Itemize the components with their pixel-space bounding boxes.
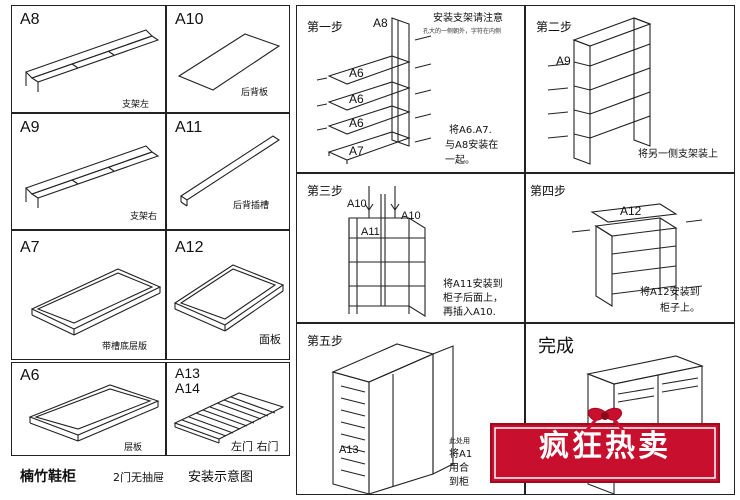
- step-1-note-sub: 孔大的一侧朝外，字符在内侧: [423, 28, 502, 35]
- step-1-drawing: [316, 17, 432, 164]
- a8-caption: 支架左: [122, 100, 150, 110]
- footer-subtitle: 2门无抽屉: [113, 471, 164, 484]
- panel-a7: A7 带槽底层版: [11, 230, 166, 360]
- step-2-label-a9: A9: [556, 54, 571, 68]
- step-3-panel: 第三步 A10 A10 A11 将A11安装到 柜子后面上， 再插入A10.: [296, 173, 525, 323]
- step-4-title: 第四步: [530, 184, 567, 198]
- a6-shelf-drawing: [28, 384, 160, 442]
- step-1-text-1: 将A6.A7.: [449, 125, 492, 136]
- step-3-text-3: 再插入A10.: [443, 307, 496, 318]
- promo-banner: [490, 407, 720, 483]
- step-3-label-a10-right: A10: [401, 210, 421, 222]
- a8-frame-drawing: [24, 29, 160, 92]
- footer-title: 楠竹鞋柜: [20, 469, 76, 485]
- step-1-text-3: 一起。: [445, 155, 475, 166]
- step-1-label-a8: A8: [373, 16, 388, 30]
- step-5-panel: 第五步 A13 此处用 将A1 用合 到柜: [296, 323, 525, 495]
- step-3-text-2: 柜子后面上，: [443, 293, 503, 304]
- panel-a11: A11 后背插槽: [166, 113, 290, 230]
- a9-label: A9: [20, 119, 40, 136]
- step-2-panel: 第二步 A9 将另一侧支架装上: [525, 5, 735, 173]
- a12-top-panel-drawing: [173, 264, 285, 332]
- a11-label: A11: [175, 119, 203, 136]
- a9-frame-drawing: [24, 145, 160, 208]
- panel-a8: A8 支架左: [11, 5, 166, 113]
- step-5-cut-4: 到柜: [449, 477, 469, 488]
- a6-label: A6: [20, 367, 40, 384]
- step-3-title: 第三步: [307, 184, 344, 198]
- a8-label: A8: [20, 11, 40, 28]
- step-2-title: 第二步: [536, 20, 573, 34]
- a11-caption: 后背插槽: [233, 201, 270, 211]
- step-1-label-a6-2: A6: [349, 92, 364, 106]
- step-5-cut-1: 此处用: [449, 437, 470, 445]
- a11-slot-drawing: [180, 135, 280, 207]
- step-1-label-a6-1: A6: [349, 66, 364, 80]
- step-3-label-a11: A11: [361, 226, 380, 238]
- step-4-label-a12: A12: [620, 204, 642, 218]
- a10-board-drawing: [177, 33, 281, 91]
- panel-a13-a14: A13 A14 左门 右门: [166, 362, 290, 456]
- step-5-drawing: [331, 343, 454, 495]
- a10-label: A10: [175, 11, 204, 28]
- panel-a12: A12 面板: [166, 230, 290, 360]
- step-5-label-a13: A13: [339, 444, 359, 456]
- step-3-label-a10-left: A10: [347, 198, 367, 210]
- step-1-label-a7: A7: [349, 144, 364, 158]
- step-5-cut-2: 将A1: [449, 449, 473, 460]
- step-4-text-1: 将A12安装到: [640, 287, 700, 298]
- step-5-cut-3: 用合: [449, 463, 469, 474]
- footer-desc: 安装示意图: [188, 470, 254, 485]
- panel-a6: A6 层板: [11, 362, 166, 456]
- step-2-text: 将另一侧支架装上: [638, 149, 718, 160]
- a13-label: A13: [175, 365, 200, 381]
- step-1-title: 第一步: [307, 20, 344, 34]
- step-3-text-1: 将A11安装到: [443, 279, 503, 290]
- panel-a10: A10 后背板: [166, 5, 290, 113]
- doors-caption: 左门 右门: [231, 440, 279, 453]
- a14-label: A14: [175, 380, 200, 396]
- step-4-panel: 第四步 A12 将A12安装到 柜子上。: [525, 173, 735, 323]
- doors-drawing: [173, 392, 285, 444]
- step-1-note-title: 安装支架请注意: [433, 13, 503, 24]
- a6-caption: 层板: [124, 443, 143, 453]
- step-4-text-2: 柜子上。: [660, 303, 700, 314]
- done-title: 完成: [538, 336, 574, 356]
- a12-label: A12: [175, 239, 204, 256]
- promo-banner-text: 疯狂热卖: [539, 429, 671, 464]
- a10-caption: 后背板: [241, 88, 269, 98]
- step-1-panel: 第一步 安装支架请注意 孔大的一侧朝外，字符在内侧 A8 A6 A6 A6 A7…: [296, 5, 525, 173]
- a7-bottom-board-drawing: [30, 268, 162, 336]
- step-1-label-a6-3: A6: [349, 116, 364, 130]
- a12-caption: 面板: [259, 333, 281, 346]
- a7-caption: 带槽底层版: [102, 342, 148, 352]
- step-2-drawing: [547, 17, 652, 165]
- step-5-title: 第五步: [307, 334, 344, 348]
- step-1-text-2: 与A8安装在: [445, 140, 499, 151]
- a9-caption: 支架右: [130, 212, 158, 222]
- step-4-drawing: [571, 203, 703, 307]
- a7-label: A7: [20, 239, 40, 256]
- step-3-drawing: [348, 186, 426, 317]
- panel-a9: A9 支架右: [11, 113, 166, 230]
